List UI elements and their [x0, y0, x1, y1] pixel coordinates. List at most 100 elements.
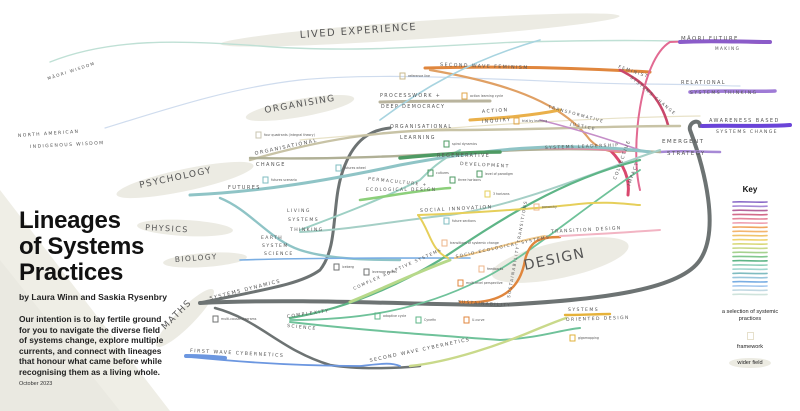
framework-box-icon — [476, 170, 483, 178]
lineage-label: SYSTEMS LEADERSHIP — [545, 142, 620, 151]
framework-item: level of paradigm — [476, 170, 513, 178]
lineage-label: SCIENCE — [287, 323, 317, 332]
lineage-label: FUTURES — [228, 185, 261, 191]
framework-label: four quadrants (integral theory) — [264, 133, 315, 137]
framework-label: leverage points — [372, 270, 397, 274]
lineage-label: LIVING — [287, 208, 311, 214]
framework-label: level of paradigm — [485, 172, 513, 176]
legend-key: Key a selection of systemic practices fr… — [715, 185, 785, 369]
lineage-label: STRATEGY — [667, 151, 706, 157]
lineage-label: MĀORI WISDOM — [47, 61, 96, 81]
key-wider-field-label: wider field — [729, 358, 771, 368]
key-colour-stripes — [732, 200, 768, 296]
lineage-label: SECOND WAVE CYBERNETICS — [369, 337, 471, 364]
framework-item: 3 horizons — [484, 190, 510, 198]
framework-item: panarchy — [533, 203, 557, 211]
framework-box-icon — [443, 217, 450, 225]
lineage-label: PERMACULTURE + — [368, 176, 428, 188]
framework-label: panarchy — [542, 205, 557, 209]
framework-label: multi-causal diagrams — [221, 317, 257, 321]
framework-box-icon — [461, 92, 468, 100]
framework-box-icon — [484, 190, 491, 198]
lineage-label: COMPLEXITY — [286, 308, 330, 320]
lineage-label: SCIENCE — [264, 251, 294, 257]
framework-box-icon — [335, 164, 342, 172]
framework-item: future sections — [443, 217, 476, 225]
framework-label: cultures — [436, 171, 449, 175]
framework-label: futures wheel — [344, 166, 366, 170]
framework-label: feedbacks — [487, 267, 504, 271]
framework-label: three horizons — [458, 178, 481, 182]
framework-item: three horizons — [449, 176, 481, 184]
byline: by Laura Winn and Saskia Rysenbry — [19, 292, 167, 302]
framework-box-icon — [569, 334, 576, 342]
lineage-label: MAKING — [715, 46, 740, 51]
faint-lineages — [49, 39, 741, 141]
lineage-label: ECOLOGICAL DESIGN — [366, 187, 436, 193]
lineage-label: EMERGENT — [662, 139, 704, 145]
framework-box-icon — [427, 169, 434, 177]
lineage-label: SYSTEMS DYNAMICS — [209, 278, 282, 302]
wider-field-washes — [116, 13, 629, 347]
lineage-label: SYSTEMS CHANGE — [629, 75, 677, 116]
framework-box-icon — [262, 176, 269, 184]
framework-box-icon — [399, 72, 406, 80]
framework-label: iceberg — [342, 265, 354, 269]
key-title: Key — [742, 185, 758, 194]
lineage-label: INQUIRY — [482, 117, 512, 125]
framework-item: trial by learning — [513, 117, 547, 125]
framework-box-icon — [443, 140, 450, 148]
framework-item: adaptive cycle — [374, 312, 406, 320]
framework-label: action learning cycle — [470, 94, 503, 98]
cybernetics-lines — [184, 316, 568, 368]
lineage-label: SYSTEMS THINKING — [690, 90, 758, 96]
framework-item: leverage points — [363, 268, 397, 276]
lineage-label: SYSTEMS — [568, 307, 599, 313]
framework-box-icon — [513, 117, 520, 125]
framework-box-icon — [449, 176, 456, 184]
key-framework-label: framework — [736, 344, 764, 350]
design-lines — [563, 312, 612, 317]
framework-label: trial by learning — [522, 119, 547, 123]
framework-box-icon — [212, 315, 219, 323]
lineage-label: NORTH AMERICAN — [18, 129, 80, 139]
lineage-label: PROCESSWORK + — [380, 93, 441, 99]
lineage-label: FIRST WAVE CYBERNETICS — [190, 348, 284, 359]
framework-box-icon — [374, 312, 381, 320]
key-selection-label: a selection of systemic practices — [721, 309, 779, 322]
lineage-label: ORGANISATIONAL — [390, 124, 452, 130]
key-framework-icon — [746, 332, 754, 340]
publication-date: October 2023 — [19, 380, 53, 387]
framework-label: Cynefin — [424, 318, 436, 322]
framework-item: four quadrants (integral theory) — [255, 131, 315, 139]
social-innovation-lines — [417, 201, 641, 259]
lineage-label: JUSTICE — [569, 121, 597, 132]
lineage-label: THINKING — [289, 227, 324, 233]
framework-box-icon — [533, 203, 540, 211]
framework-item: multi-causal diagrams — [212, 315, 257, 323]
lineage-label: RELATIONAL — [681, 80, 726, 86]
framework-box-icon — [478, 265, 485, 273]
page-title: Lineages of Systems Practices — [19, 208, 164, 286]
lineage-label: SUSTAINABILITY — [458, 299, 511, 308]
lineage-label: EARTH — [261, 235, 283, 241]
framework-item: Cynefin — [415, 316, 436, 324]
lineage-label: SOCIAL INNOVATION — [420, 204, 493, 214]
framework-item: cultures — [427, 169, 449, 177]
lineage-label: AWARENESS BASED — [709, 118, 780, 124]
framework-item: gigamapping — [569, 334, 599, 342]
lineage-label: SYSTEMS — [288, 217, 319, 223]
framework-item: transitions of systemic change — [441, 239, 499, 247]
framework-box-icon — [441, 239, 448, 247]
lineage-label: DEVELOPMENT — [460, 161, 510, 170]
futures-lines — [188, 39, 661, 262]
framework-box-icon — [333, 263, 340, 271]
framework-box-icon — [415, 316, 422, 324]
framework-box-icon — [463, 316, 470, 324]
field-label: PHYSICS — [145, 223, 189, 234]
framework-label: adaptive cycle — [383, 314, 406, 318]
framework-label: multi-level perspective — [466, 281, 503, 285]
lineage-label: SECOND WAVE FEMINISM — [440, 62, 529, 71]
